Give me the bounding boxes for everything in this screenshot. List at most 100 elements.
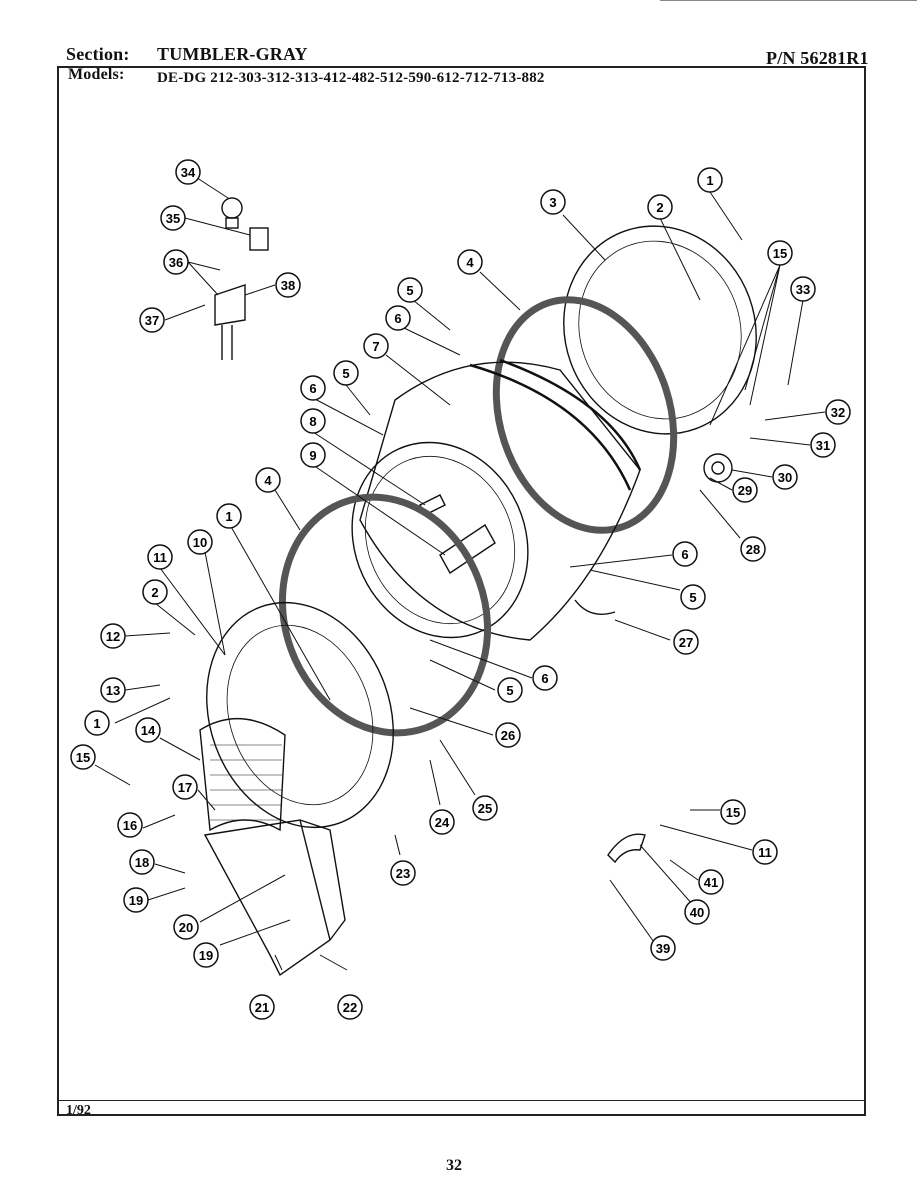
callout-1b: 1 xyxy=(216,503,242,529)
svg-text:33: 33 xyxy=(796,282,810,297)
diagram-drawing xyxy=(199,197,757,977)
callout-18: 18 xyxy=(129,849,155,875)
callout-32: 32 xyxy=(825,399,851,425)
svg-text:23: 23 xyxy=(396,866,410,881)
lint-duct xyxy=(203,819,331,977)
lamp-base xyxy=(225,217,239,229)
svg-text:3: 3 xyxy=(549,195,556,210)
svg-text:22: 22 xyxy=(343,1000,357,1015)
section-title: TUMBLER-GRAY xyxy=(157,44,308,64)
svg-text:6: 6 xyxy=(541,671,548,686)
callout-37: 37 xyxy=(139,307,165,333)
callout-16: 16 xyxy=(117,812,143,838)
svg-text:27: 27 xyxy=(679,635,693,650)
svg-text:16: 16 xyxy=(123,818,137,833)
svg-text:37: 37 xyxy=(145,313,159,328)
svg-text:34: 34 xyxy=(181,165,196,180)
svg-text:5: 5 xyxy=(506,683,513,698)
callout-33: 33 xyxy=(790,276,816,302)
callout-34: 34 xyxy=(175,159,201,185)
callout-20: 20 xyxy=(173,914,199,940)
svg-text:15: 15 xyxy=(726,805,740,820)
svg-text:38: 38 xyxy=(281,278,295,293)
models-list: DE-DG 212-303-312-313-412-482-512-590-61… xyxy=(157,70,545,86)
callout-29: 29 xyxy=(732,477,758,503)
svg-text:5: 5 xyxy=(689,590,696,605)
callout-27: 27 xyxy=(673,629,699,655)
callout-6c: 6 xyxy=(532,665,558,691)
svg-text:36: 36 xyxy=(169,255,183,270)
svg-text:39: 39 xyxy=(656,941,670,956)
callout-2a: 2 xyxy=(647,194,673,220)
callout-38: 38 xyxy=(275,272,301,298)
svg-text:14: 14 xyxy=(141,723,156,738)
svg-text:4: 4 xyxy=(264,473,272,488)
footer-rule xyxy=(57,1100,866,1101)
revision-date: 1/92 xyxy=(66,1103,91,1118)
leader-lines xyxy=(94,171,826,971)
svg-text:17: 17 xyxy=(178,780,192,795)
wire-harness xyxy=(574,599,616,615)
svg-text:40: 40 xyxy=(690,905,704,920)
lint-duct-side xyxy=(299,819,346,941)
section-label: Section: xyxy=(66,44,130,64)
callout-17: 17 xyxy=(172,774,198,800)
callout-1a: 1 xyxy=(697,167,723,193)
svg-text:6: 6 xyxy=(309,381,316,396)
callout-40: 40 xyxy=(684,899,710,925)
callout-41: 41 xyxy=(698,869,724,895)
svg-text:25: 25 xyxy=(478,801,492,816)
svg-text:12: 12 xyxy=(106,629,120,644)
diagram-frame xyxy=(57,66,866,1116)
svg-text:30: 30 xyxy=(778,470,792,485)
callout-6a: 6 xyxy=(385,305,411,331)
lint-screen xyxy=(199,718,286,832)
callout-19b: 19 xyxy=(193,942,219,968)
svg-text:2: 2 xyxy=(656,200,663,215)
lamp-bulb xyxy=(221,197,243,219)
svg-text:29: 29 xyxy=(738,483,752,498)
svg-text:41: 41 xyxy=(704,875,718,890)
door-switch xyxy=(607,833,646,864)
callout-4b: 4 xyxy=(255,467,281,493)
callout-11a: 11 xyxy=(147,544,173,570)
svg-text:7: 7 xyxy=(372,339,379,354)
callout-4a: 4 xyxy=(457,249,483,275)
callout-2b: 2 xyxy=(142,579,168,605)
svg-text:13: 13 xyxy=(106,683,120,698)
svg-text:31: 31 xyxy=(816,438,830,453)
callout-9: 9 xyxy=(300,442,326,468)
callout-31: 31 xyxy=(810,432,836,458)
callout-6b: 6 xyxy=(300,375,326,401)
callout-5d: 5 xyxy=(680,584,706,610)
front-bulkhead xyxy=(206,601,394,829)
callout-30: 30 xyxy=(772,464,798,490)
callout-21: 21 xyxy=(249,994,275,1020)
svg-text:19: 19 xyxy=(129,893,143,908)
callout-3: 3 xyxy=(540,189,566,215)
svg-text:5: 5 xyxy=(406,283,413,298)
svg-text:8: 8 xyxy=(309,414,316,429)
tumbler-drum xyxy=(359,361,641,641)
callout-6d: 6 xyxy=(672,541,698,567)
svg-text:21: 21 xyxy=(255,1000,269,1015)
svg-text:10: 10 xyxy=(193,535,207,550)
callout-22: 22 xyxy=(337,994,363,1020)
svg-text:1: 1 xyxy=(225,509,232,524)
callout-28: 28 xyxy=(740,536,766,562)
svg-text:2: 2 xyxy=(151,585,158,600)
drive-pulley-hub xyxy=(711,461,725,475)
callout-15c: 15 xyxy=(720,799,746,825)
rear-felt-gasket xyxy=(492,296,678,534)
callout-19a: 19 xyxy=(123,887,149,913)
callout-10: 10 xyxy=(187,529,213,555)
page-number: 32 xyxy=(446,1157,462,1174)
svg-text:18: 18 xyxy=(135,855,149,870)
callout-23: 23 xyxy=(390,860,416,886)
svg-text:15: 15 xyxy=(76,750,90,765)
lamp-bracket xyxy=(214,284,246,326)
svg-text:6: 6 xyxy=(681,547,688,562)
baffle-9 xyxy=(439,523,496,575)
callout-36: 36 xyxy=(163,249,189,275)
